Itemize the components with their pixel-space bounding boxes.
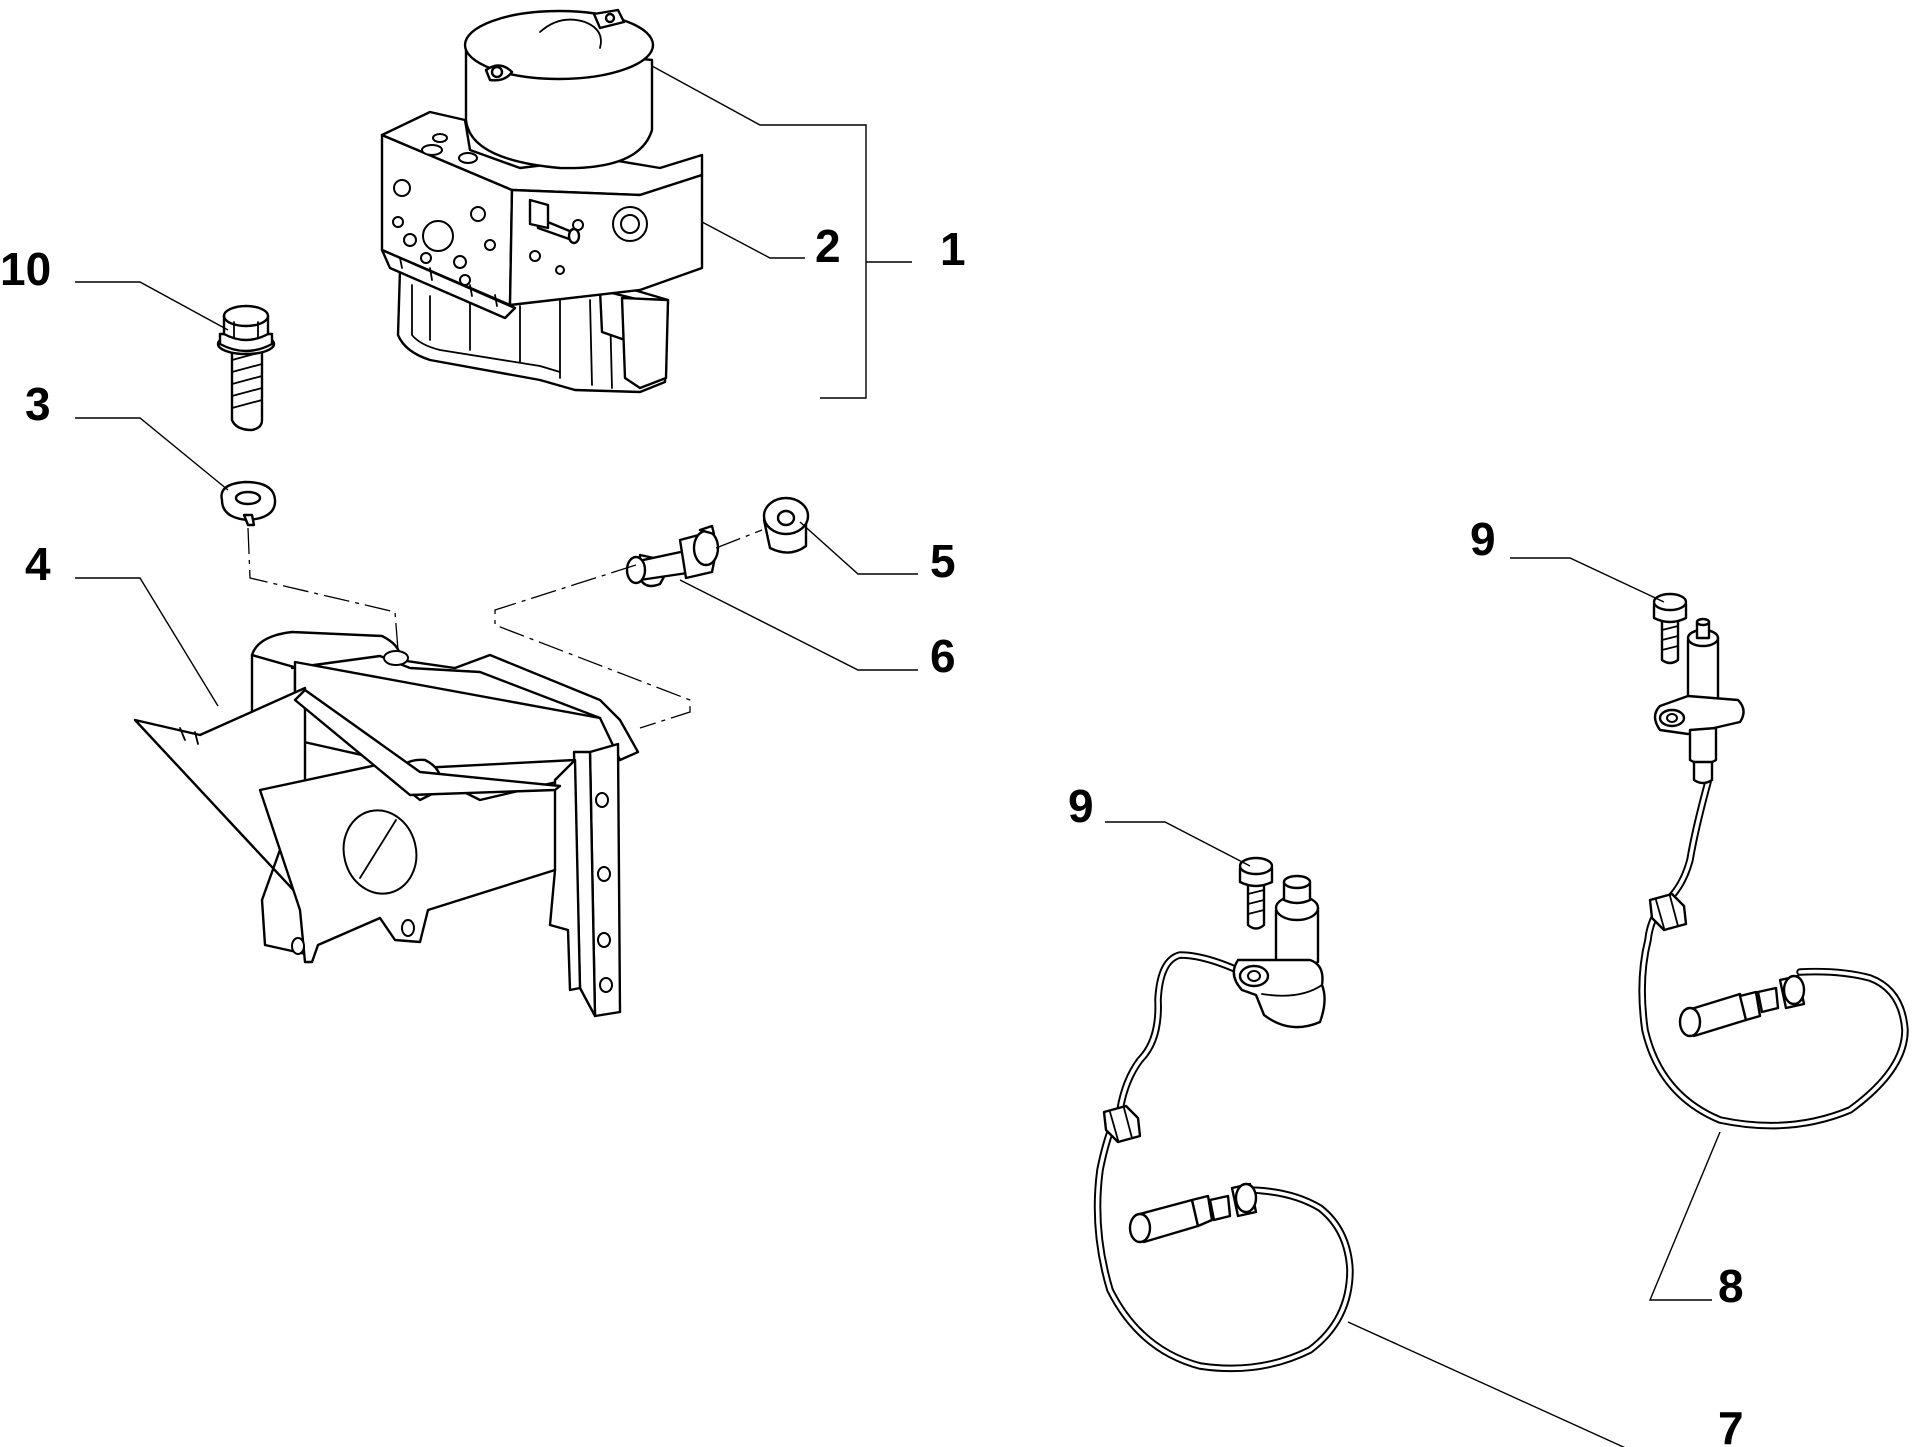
callout-2: 2 <box>815 220 841 272</box>
callout-5: 5 <box>930 535 956 587</box>
callout-1: 1 <box>940 223 966 275</box>
grommet-part-5 <box>762 496 810 554</box>
pin-part-6 <box>625 524 720 588</box>
bracket-part-4 <box>133 630 640 1018</box>
bolt-part-9-left <box>1238 856 1274 930</box>
callout-labels: 1 2 3 4 5 6 7 8 9 9 10 <box>0 220 1744 1447</box>
bolt-part-9-right <box>1652 592 1688 665</box>
assembly-center-lines <box>247 527 763 729</box>
callout-10: 10 <box>0 243 51 295</box>
leader-lines <box>75 65 1721 1447</box>
speed-sensor-part-7 <box>1093 874 1354 1373</box>
callout-9-left: 9 <box>1068 780 1094 832</box>
abs-hydraulic-unit <box>380 8 704 394</box>
callout-3: 3 <box>25 378 51 430</box>
speed-sensor-part-8 <box>1638 617 1909 1130</box>
callout-9-right: 9 <box>1470 513 1496 565</box>
washer-part-3 <box>220 480 277 527</box>
callout-6: 6 <box>930 630 956 682</box>
callout-4: 4 <box>25 538 51 590</box>
callout-8: 8 <box>1718 1260 1744 1312</box>
bolt-part-10 <box>216 304 276 432</box>
callout-7: 7 <box>1718 1402 1744 1447</box>
